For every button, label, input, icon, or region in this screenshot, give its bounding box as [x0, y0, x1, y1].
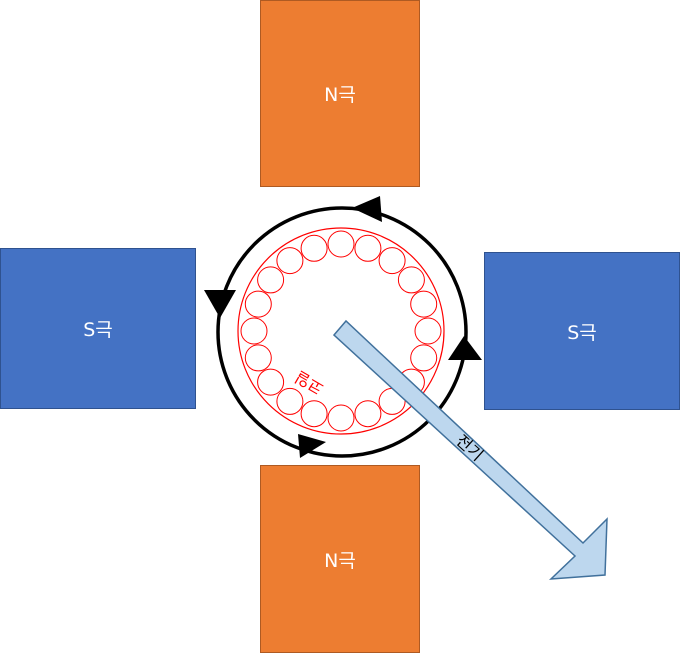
current-arrow: [332, 319, 608, 580]
coil-winding: [276, 247, 304, 275]
coil-winding: [257, 266, 285, 294]
coil-winding: [397, 266, 425, 294]
rotation-arrowhead-left: [204, 290, 236, 318]
coil-winding: [327, 404, 355, 432]
coil-winding: [244, 290, 272, 318]
coil-winding: [327, 230, 355, 258]
north-pole-top-label: N극: [324, 84, 356, 106]
north-pole-top: N극: [260, 0, 420, 187]
rotation-arrowhead-top: [352, 196, 382, 222]
coil-winding: [414, 317, 442, 345]
rotation-circle: [216, 206, 468, 458]
coil-winding: [300, 400, 328, 428]
north-pole-bottom-label: N극: [324, 549, 356, 572]
coil-winding: [378, 247, 406, 275]
south-pole-left-label: S극: [83, 319, 113, 341]
south-pole-left: S극: [0, 248, 196, 409]
coil-winding: [276, 387, 304, 415]
coil-winding: [244, 344, 272, 372]
coil-outline: [237, 227, 445, 435]
coil-winding: [240, 317, 268, 345]
rotation-arrowhead-bottom: [298, 434, 326, 458]
north-pole-bottom: N극: [260, 465, 420, 653]
coil-winding: [300, 234, 328, 262]
south-pole-right: S극: [484, 252, 680, 410]
coil-winding: [410, 344, 438, 372]
south-pole-right-label: S극: [567, 321, 597, 344]
coil-winding: [354, 234, 382, 262]
coil-winding: [257, 368, 285, 396]
rotation-arrowhead-right: [448, 336, 482, 360]
coil-winding: [410, 290, 438, 318]
coil-winding: [354, 400, 382, 428]
